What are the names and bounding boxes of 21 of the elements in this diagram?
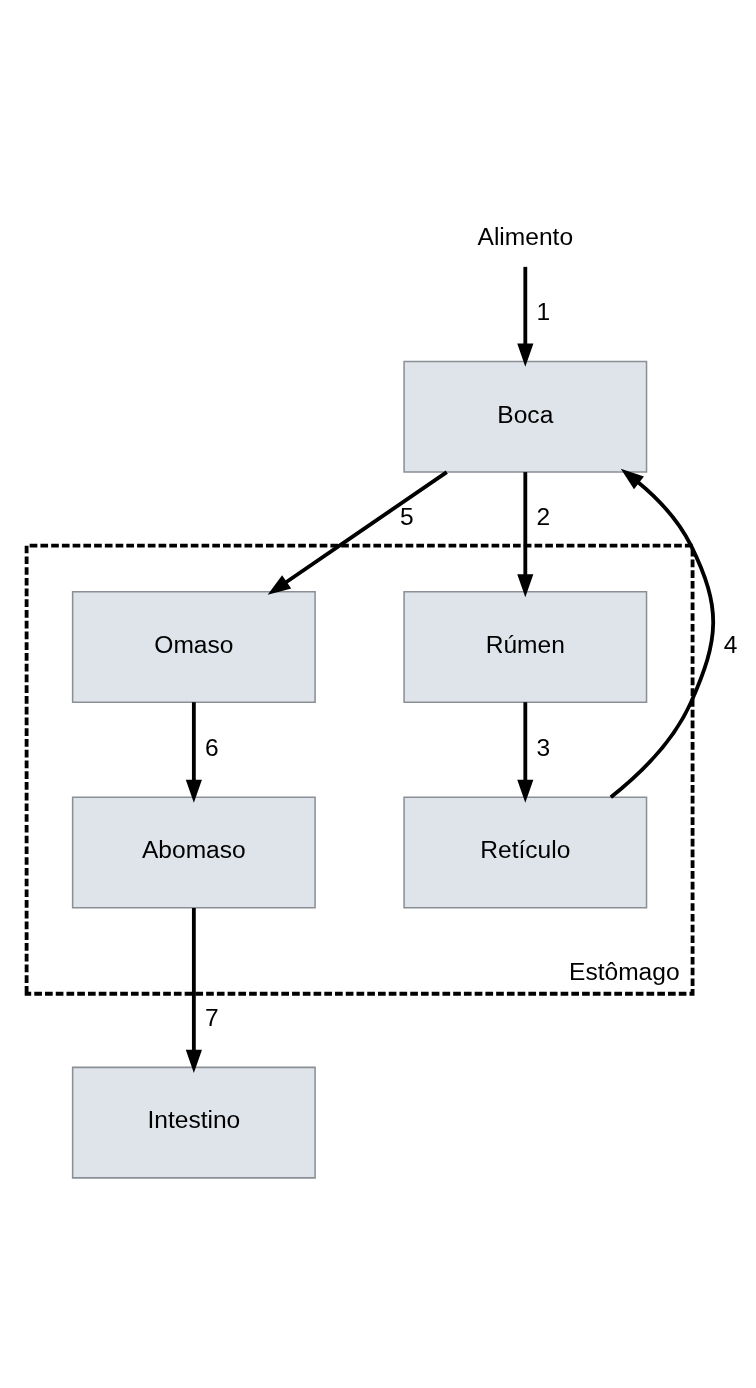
edge-label: 7 [205,1003,219,1031]
edge-label: 6 [205,733,219,761]
edge-label: 4 [723,630,738,658]
node-box: Omaso [71,590,316,703]
node-box: Boca [403,360,648,473]
node-text: Alimento [477,222,574,250]
arrow [185,907,202,1073]
arrow [267,470,448,595]
edge-label: 2 [536,502,551,530]
arrow [185,701,202,803]
arrow [517,471,534,597]
arrow [517,701,534,803]
edge-label: 5 [399,502,414,530]
edge-label: 1 [536,297,551,325]
node-box: Intestino [71,1066,316,1179]
node-box: Rúmen [403,590,648,703]
node-box: Retículo [403,796,648,909]
arrow [517,266,534,367]
arrow [609,468,716,799]
node-box: Abomaso [71,796,316,909]
edge-label: 3 [536,733,551,761]
